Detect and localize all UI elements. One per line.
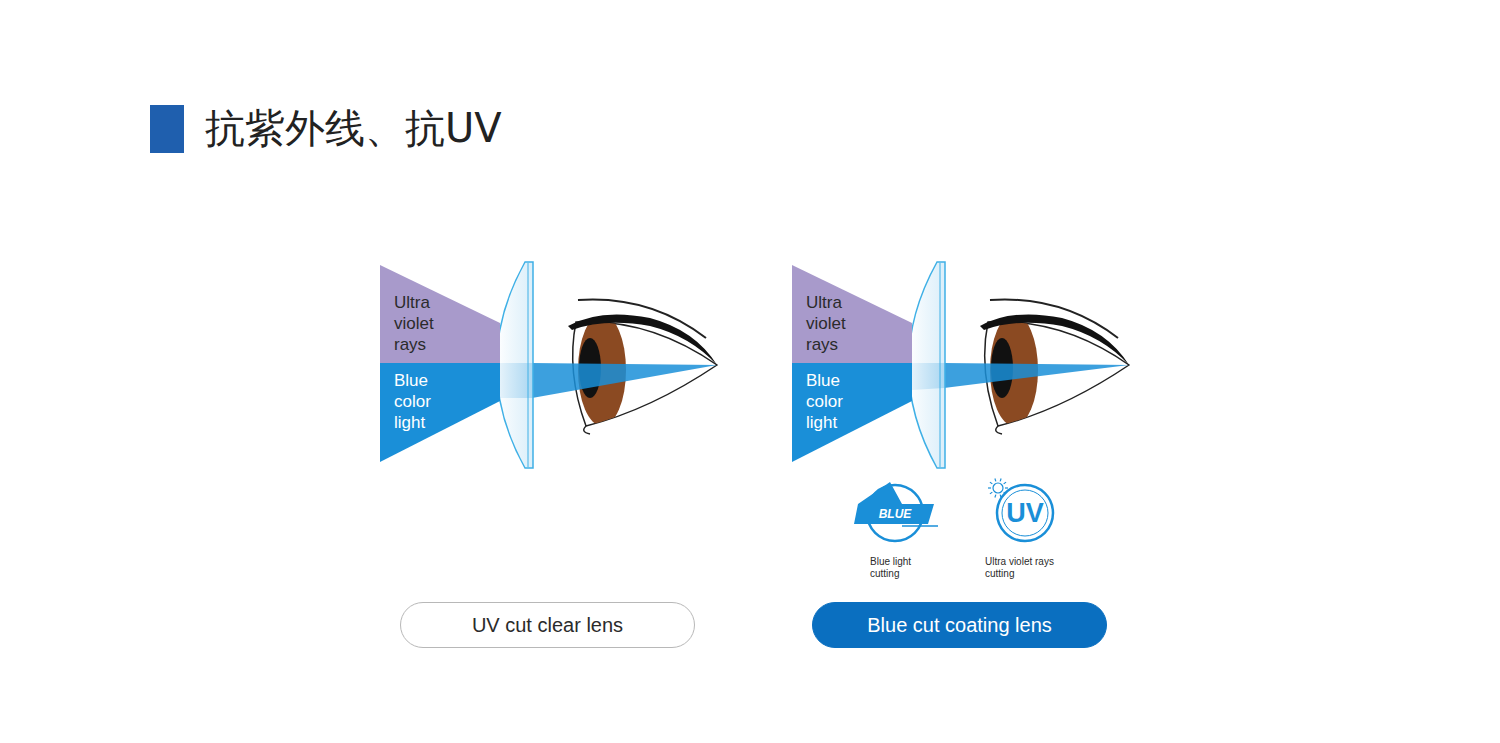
band-label: Ultra violet rays [806,292,860,355]
icon-caption: Blue light cutting [870,556,932,580]
blue-light-band: Blue color light [380,363,500,462]
pill-label: Blue cut coating lens [867,614,1052,637]
feature-icon: UV Ultra violet rays cutting [980,480,1090,580]
band-label: Blue color light [806,370,860,433]
lens-label-pill: UV cut clear lens [400,602,695,648]
feature-icon: BLUE Blue light cutting [850,480,940,580]
lens-left [497,262,534,468]
icon-word: BLUE [850,505,940,523]
uv-band: Ultra violet rays [380,265,500,363]
lens-right [909,262,946,468]
blue-light-band: Blue color light [792,363,912,462]
band-label: Ultra violet rays [394,292,448,355]
page-title: 抗紫外线、抗UV [205,100,502,156]
title-marker [150,105,184,153]
uv-band: Ultra violet rays [792,265,912,363]
icon-caption: Ultra violet rays cutting [985,556,1085,580]
pill-label: UV cut clear lens [472,614,623,637]
lens-label-pill: Blue cut coating lens [812,602,1107,648]
band-label: Blue color light [394,370,448,433]
icon-word: UV [980,495,1070,531]
